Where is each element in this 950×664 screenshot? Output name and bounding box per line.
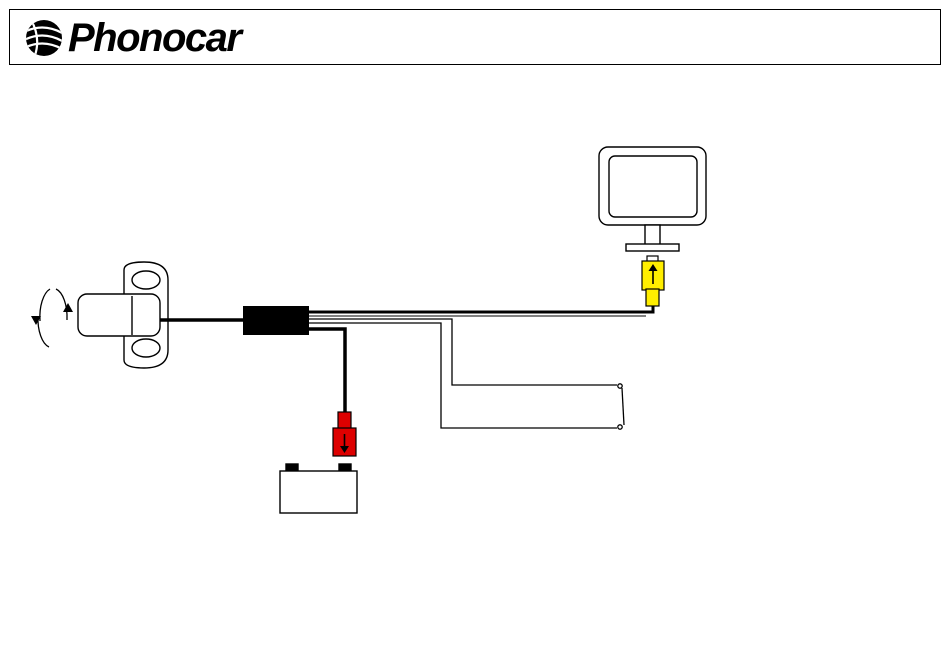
video-cable	[309, 306, 653, 312]
open-switch-icon	[618, 384, 624, 429]
switch-wires	[309, 319, 617, 428]
red-rca-connector-icon	[333, 412, 356, 456]
rear-camera-icon	[78, 262, 168, 368]
junction-box-icon	[243, 306, 309, 335]
battery-icon	[280, 464, 357, 513]
rotate-arrows-icon	[31, 289, 73, 347]
yellow-rca-connector-icon	[642, 256, 664, 306]
power-cable	[309, 329, 345, 413]
monitor-icon	[599, 147, 706, 251]
